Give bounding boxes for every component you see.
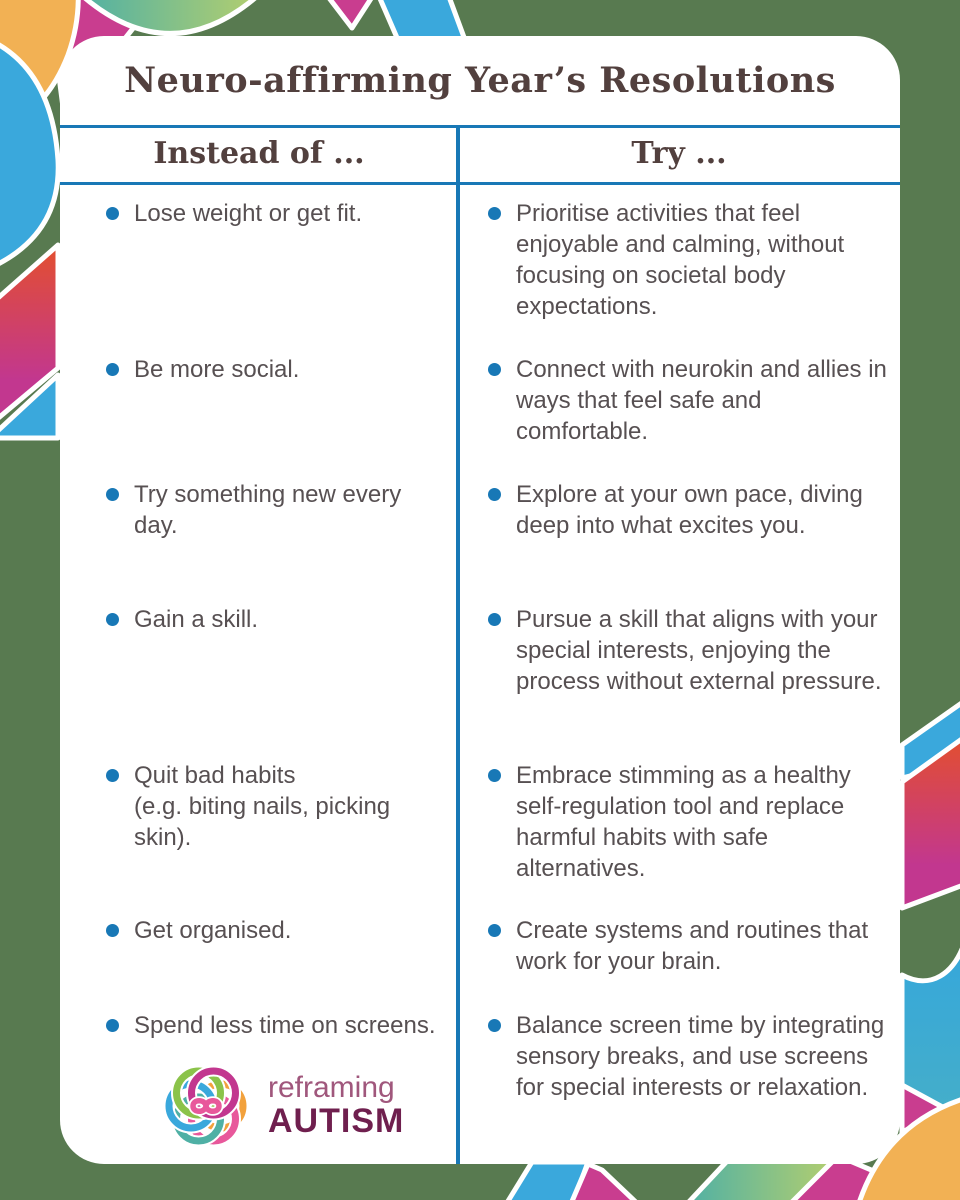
instead-item: Gain a skill. [134, 606, 259, 633]
table-row: Prioritise activities that feel enjoyabl… [458, 182, 900, 338]
vertical-column-divider [456, 125, 460, 1164]
try-item: Explore at your own pace, diving deep in… [516, 481, 863, 539]
logo-text-autism: AUTISM [268, 1101, 405, 1140]
try-item: Embrace stimming as a healthy self-regul… [516, 762, 851, 882]
bullet-icon [106, 1019, 119, 1032]
bullet-icon [106, 363, 119, 376]
resolutions-table: Lose weight or get fit. Prioritise activ… [60, 182, 900, 1103]
column-header-try: Try ... [631, 136, 727, 171]
bullet-icon [488, 769, 501, 782]
content-card: Neuro-affirming Year’s Resolutions Inste… [60, 36, 900, 1164]
horizontal-divider-header [60, 182, 900, 185]
table-row: Spend less time on screens. [60, 994, 458, 1103]
bullet-icon [488, 924, 501, 937]
horizontal-divider-top [60, 125, 900, 128]
table-row: Embrace stimming as a healthy self-regul… [458, 744, 900, 899]
instead-item: Be more social. [134, 356, 300, 383]
bullet-icon [106, 924, 119, 937]
table-row: Try something new every day. [60, 463, 458, 588]
table-header-row: Instead of ... Try ... [60, 125, 900, 182]
bullet-icon [488, 363, 501, 376]
table-row: Explore at your own pace, diving deep in… [458, 463, 900, 588]
instead-item: Try something new every day. [134, 481, 402, 539]
reframing-autism-knot-icon [163, 1065, 249, 1147]
page-title: Neuro-affirming Year’s Resolutions [124, 60, 836, 101]
table-row: Get organised. [60, 899, 458, 994]
try-item: Balance screen time by integrating senso… [516, 1012, 885, 1101]
try-item: Prioritise activities that feel enjoyabl… [516, 200, 845, 320]
bullet-icon [106, 613, 119, 626]
reframing-autism-logo: reframing AUTISM [156, 1054, 404, 1158]
table-row: Pursue a skill that aligns with your spe… [458, 588, 900, 744]
table-row: Be more social. [60, 338, 458, 463]
bullet-icon [106, 488, 119, 501]
bullet-icon [488, 488, 501, 501]
try-item: Pursue a skill that aligns with your spe… [516, 606, 882, 695]
title-row: Neuro-affirming Year’s Resolutions [60, 36, 900, 125]
table-row: Create systems and routines that work fo… [458, 899, 900, 994]
try-item: Create systems and routines that work fo… [516, 917, 869, 975]
column-header-instead: Instead of ... [153, 136, 365, 171]
bullet-icon [106, 769, 119, 782]
instead-item: Get organised. [134, 917, 292, 944]
bullet-icon [488, 613, 501, 626]
logo-text-reframing: reframing [268, 1071, 395, 1105]
instead-item: Lose weight or get fit. [134, 200, 363, 227]
bullet-icon [488, 207, 501, 220]
table-row: Balance screen time by integrating senso… [458, 994, 900, 1103]
instead-item: Quit bad habits (e.g. biting nails, pick… [134, 762, 391, 851]
instead-item: Spend less time on screens. [134, 1012, 436, 1039]
table-row: Connect with neurokin and allies in ways… [458, 338, 900, 463]
bullet-icon [488, 1019, 501, 1032]
bullet-icon [106, 207, 119, 220]
table-row: Gain a skill. [60, 588, 458, 744]
table-row: Quit bad habits (e.g. biting nails, pick… [60, 744, 458, 899]
table-row: Lose weight or get fit. [60, 182, 458, 338]
logo-wordmark: reframing AUTISM [268, 1072, 404, 1139]
try-item: Connect with neurokin and allies in ways… [516, 356, 887, 445]
